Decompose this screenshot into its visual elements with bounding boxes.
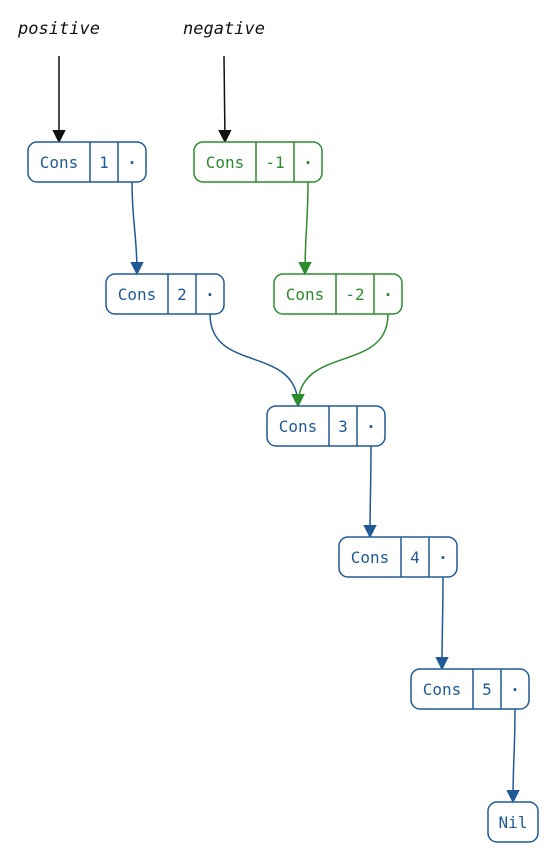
node-p2: Cons 2 · [105,273,225,315]
cons-box [193,141,323,183]
ctor-label: Cons [279,417,318,436]
value-label: 4 [410,548,420,567]
pointer-dot: · [127,153,137,172]
nil-label: Nil [499,813,528,832]
node-p1: Cons 1 · [27,141,147,183]
node-s4: Cons 4 · [338,536,458,578]
ctor-label: Cons [118,285,157,304]
edge-s4-to-s5 [435,576,449,671]
ctor-label: Cons [423,680,462,699]
pointer-dot: · [438,548,448,567]
root-arrow-negative [218,55,232,144]
cons-box [105,273,225,315]
cons-box [266,405,386,447]
edge-n2-to-s3 [291,313,389,408]
pointer-dot: · [383,285,393,304]
node-n1: Cons -1 · [193,141,323,183]
ctor-label: Cons [286,285,325,304]
node-s3: Cons 3 · [266,405,386,447]
cons-box [338,536,458,578]
value-label: 1 [99,153,109,172]
cons-box [27,141,147,183]
nil-box [487,801,539,843]
edge-n1-to-n2 [298,181,312,276]
ctor-label: Cons [206,153,245,172]
value-label: -1 [265,153,284,172]
cons-box [410,668,530,710]
node-s5: Cons 5 · [410,668,530,710]
root-label-negative: negative [183,19,265,39]
root-labels: positive negative [17,19,265,39]
value-label: -2 [345,285,364,304]
pointer-dot: · [510,680,520,699]
edges [52,55,520,804]
ctor-label: Cons [40,153,79,172]
node-n2: Cons -2 · [273,273,403,315]
node-nil: Nil [487,801,539,843]
value-label: 3 [338,417,348,436]
value-label: 2 [177,285,187,304]
edge-p1-to-p2 [130,181,144,276]
root-label-positive: positive [17,19,100,39]
ctor-label: Cons [351,548,390,567]
edge-s5-to-nil [506,708,520,804]
edge-s3-to-s4 [363,445,377,539]
edge-p2-to-s3 [209,313,305,408]
pointer-dot: · [205,285,215,304]
cons-box [273,273,403,315]
pointer-dot: · [366,417,376,436]
pointer-dot: · [303,153,313,172]
value-label: 5 [482,680,492,699]
